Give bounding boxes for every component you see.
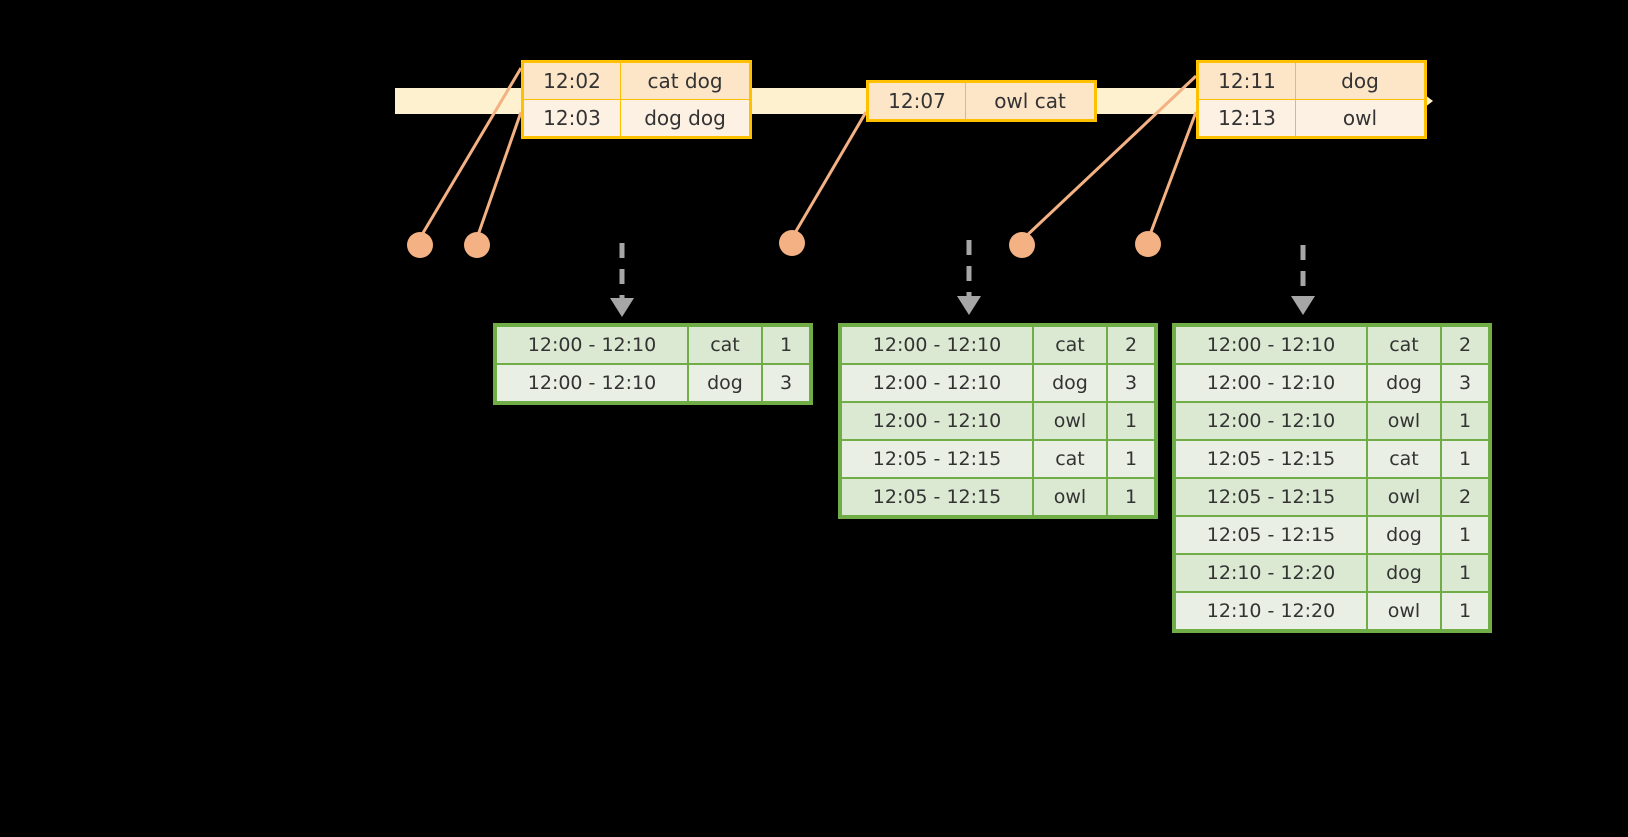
result-key: dog [687,363,763,404]
result-count: 3 [761,363,812,404]
result-key: cat [1366,439,1442,479]
result-key: owl [1366,477,1442,517]
table-row: 12:02 cat dog [522,61,751,100]
event-value: owl [1295,99,1426,138]
table-row: 12:11 dog [1197,61,1426,100]
table-row: 12:00 - 12:10 owl 1 [1173,401,1491,441]
connector-dot-5 [1135,231,1161,257]
result-window: 12:00 - 12:10 [494,324,689,365]
result-count: 2 [1106,324,1157,365]
result-table-3[interactable]: 12:00 - 12:10 cat 2 12:00 - 12:10 dog 3 … [1172,323,1492,633]
result-count: 3 [1106,363,1157,403]
event-value: dog [1295,61,1426,100]
result-table-2[interactable]: 12:00 - 12:10 cat 2 12:00 - 12:10 dog 3 … [838,323,1158,519]
flow-arrowhead-icon-3 [1291,296,1315,315]
flow-arrowhead-icon-2 [957,296,981,315]
connector-dot-1 [407,232,433,258]
event-value: dog dog [620,99,751,138]
table-row: 12:05 - 12:15 cat 1 [1173,439,1491,479]
result-window: 12:00 - 12:10 [494,363,689,404]
result-key: owl [1366,591,1442,632]
flow-arrowhead-icon-1 [610,298,634,317]
table-row: 12:05 - 12:15 dog 1 [1173,515,1491,555]
result-window: 12:10 - 12:20 [1173,591,1368,632]
result-window: 12:00 - 12:10 [839,324,1034,365]
table-row: 12:07 owl cat [867,81,1096,121]
result-count: 2 [1440,324,1491,365]
result-count: 1 [1440,553,1491,593]
result-key: dog [1366,553,1442,593]
result-key: cat [1032,439,1108,479]
result-window: 12:00 - 12:10 [1173,324,1368,365]
event-group-2[interactable]: 12:07 owl cat [866,80,1097,122]
result-window: 12:00 - 12:10 [1173,401,1368,441]
table-row: 12:00 - 12:10 cat 2 [839,324,1157,365]
result-window: 12:00 - 12:10 [1173,363,1368,403]
result-key: cat [687,324,763,365]
flow-arrowheads [610,296,1315,317]
result-key: owl [1032,401,1108,441]
result-count: 1 [1106,401,1157,441]
connector-dot-3 [779,230,805,256]
table-row: 12:00 - 12:10 dog 3 [839,363,1157,403]
result-window: 12:00 - 12:10 [839,401,1034,441]
connector-line-5 [1146,111,1198,241]
connector-line-3 [790,111,868,239]
table-row: 12:05 - 12:15 owl 1 [839,477,1157,518]
result-count: 1 [1440,591,1491,632]
event-time: 12:02 [522,61,621,100]
result-count: 1 [1440,401,1491,441]
connector-line-2 [475,111,523,239]
result-window: 12:05 - 12:15 [1173,515,1368,555]
event-time: 12:11 [1197,61,1296,100]
event-time: 12:07 [867,81,966,121]
result-count: 1 [1106,439,1157,479]
connector-dot-2 [464,232,490,258]
event-time: 12:13 [1197,99,1296,138]
table-row: 12:10 - 12:20 dog 1 [1173,553,1491,593]
result-key: dog [1366,363,1442,403]
result-key: owl [1032,477,1108,518]
table-row: 12:05 - 12:15 owl 2 [1173,477,1491,517]
event-group-3[interactable]: 12:11 dog 12:13 owl [1196,60,1427,139]
table-row: 12:05 - 12:15 cat 1 [839,439,1157,479]
result-window: 12:10 - 12:20 [1173,553,1368,593]
result-count: 1 [761,324,812,365]
result-count: 1 [1440,439,1491,479]
connector-dot-4 [1009,232,1035,258]
event-value: owl cat [965,81,1096,121]
table-row: 12:00 - 12:10 owl 1 [839,401,1157,441]
result-count: 2 [1440,477,1491,517]
table-row: 12:00 - 12:10 cat 1 [494,324,812,365]
event-group-1[interactable]: 12:02 cat dog 12:03 dog dog [521,60,752,139]
result-window: 12:05 - 12:15 [839,477,1034,518]
connector-dots [407,230,1161,258]
result-key: owl [1366,401,1442,441]
result-count: 1 [1106,477,1157,518]
result-table-1[interactable]: 12:00 - 12:10 cat 1 12:00 - 12:10 dog 3 [493,323,813,405]
table-row: 12:10 - 12:20 owl 1 [1173,591,1491,632]
result-key: cat [1366,324,1442,365]
result-window: 12:05 - 12:15 [1173,439,1368,479]
result-window: 12:05 - 12:15 [839,439,1034,479]
result-count: 1 [1440,515,1491,555]
event-time: 12:03 [522,99,621,138]
result-count: 3 [1440,363,1491,403]
result-key: dog [1366,515,1442,555]
result-window: 12:05 - 12:15 [1173,477,1368,517]
result-window: 12:00 - 12:10 [839,363,1034,403]
table-row: 12:00 - 12:10 dog 3 [494,363,812,404]
table-row: 12:00 - 12:10 cat 2 [1173,324,1491,365]
result-key: cat [1032,324,1108,365]
table-row: 12:13 owl [1197,99,1426,138]
result-key: dog [1032,363,1108,403]
table-row: 12:03 dog dog [522,99,751,138]
event-value: cat dog [620,61,751,100]
table-row: 12:00 - 12:10 dog 3 [1173,363,1491,403]
